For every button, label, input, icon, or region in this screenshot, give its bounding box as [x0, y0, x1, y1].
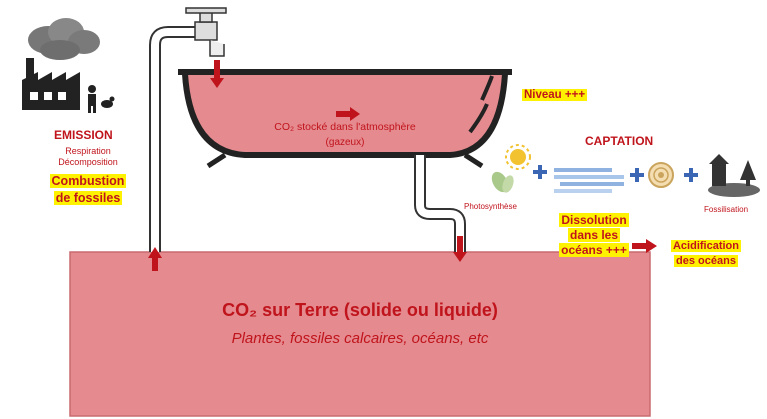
earth-reservoir: [69, 251, 651, 417]
dissolution-block: Dissolution dans les océans +++: [556, 213, 632, 258]
fossiles-label: de fossiles: [53, 191, 123, 205]
dissolution-line3: océans +++: [559, 243, 629, 257]
drain-pipe: [414, 155, 466, 252]
bird-icon: [101, 96, 115, 108]
photosynthese-label: Photosynthèse: [464, 202, 517, 211]
drain-arrow: [453, 236, 467, 262]
tub-sublabel: (gazeux): [325, 137, 365, 148]
plant-icon: [491, 171, 514, 193]
shell-icon: [648, 162, 674, 188]
earth-title: CO₂ sur Terre (solide ou liquide): [222, 300, 498, 320]
emission-respiration: Respiration: [65, 146, 111, 156]
captation-title: CAPTATION: [585, 134, 654, 148]
plus-icon-2: [630, 168, 644, 182]
niveau-badge: Niveau +++: [522, 89, 588, 101]
combustion-label: Combustion: [49, 174, 127, 188]
ocean-icon: [554, 168, 624, 193]
acid-arrow: [632, 239, 657, 253]
fossilisation-label: Fossilisation: [704, 205, 749, 214]
acid-block: Acidification des océans: [664, 239, 748, 269]
acid-line2: des océans: [674, 255, 738, 267]
person-icon: [88, 85, 96, 113]
tub-label: CO₂ stocké dans l'atmosphère: [274, 121, 416, 133]
dissolution-line1: Dissolution: [559, 213, 629, 227]
emission-highlight: Combustion de fossiles: [0, 173, 176, 207]
plus-icon-1: [533, 165, 547, 179]
dissolution-line2: dans les: [567, 228, 621, 242]
emission-decomposition: Décomposition: [58, 157, 118, 167]
earth-subtitle: Plantes, fossiles calcaires, océans, etc: [231, 330, 489, 347]
faucet-arrow: [210, 60, 224, 88]
faucet-icon: [185, 7, 227, 57]
landscape-icon: [708, 154, 760, 197]
niveau-label: Niveau +++: [522, 89, 588, 101]
factory-icon: [22, 18, 100, 110]
plus-icon-3: [684, 168, 698, 182]
left-pipe-arrow: [148, 247, 162, 271]
acid-line1: Acidification: [670, 240, 741, 252]
sun-icon: [505, 144, 531, 170]
level-arrow: [336, 107, 360, 121]
left-pipe: [149, 26, 198, 252]
bathtub: [178, 69, 512, 169]
emission-title: EMISSION: [54, 128, 113, 142]
